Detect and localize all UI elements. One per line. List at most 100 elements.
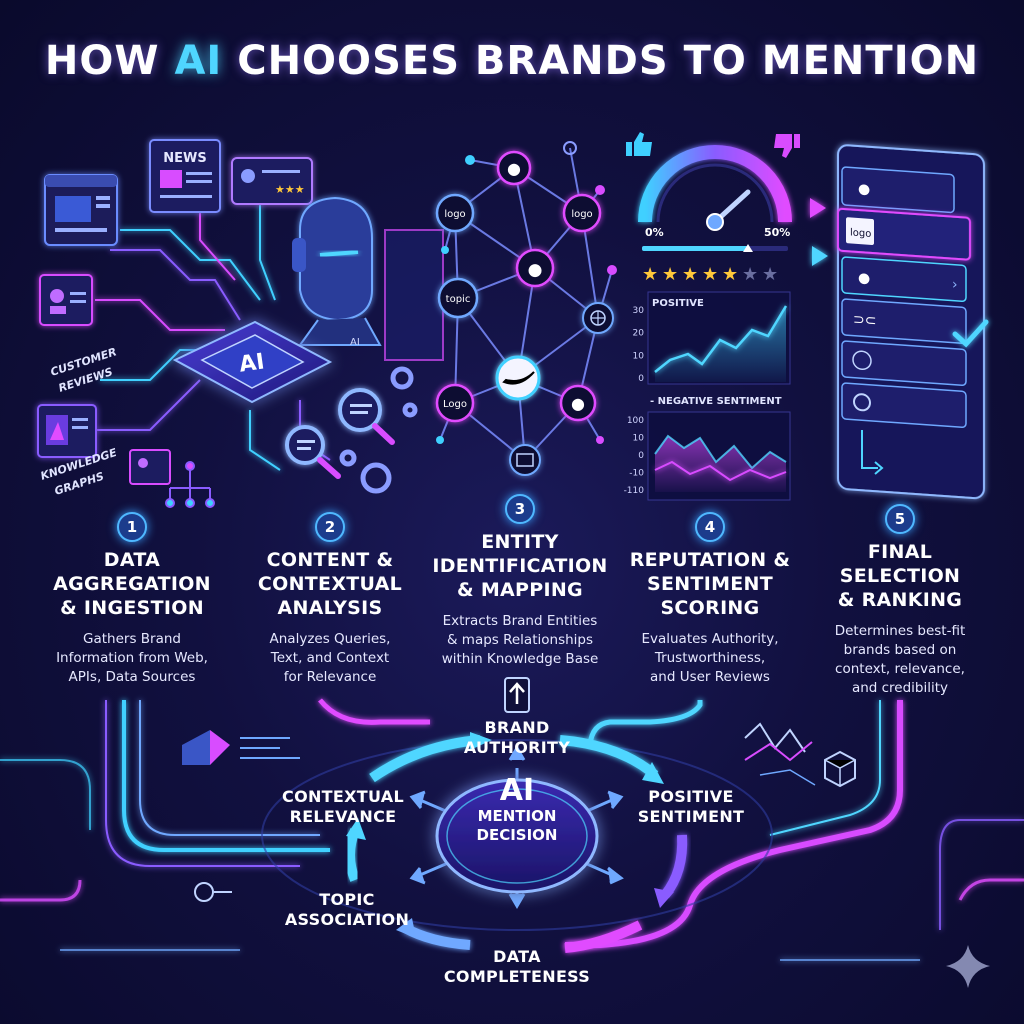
svg-text:logo: logo bbox=[571, 209, 592, 220]
svg-text:●: ● bbox=[571, 394, 585, 413]
network-edges bbox=[439, 147, 613, 461]
star-empty-icon: ★ bbox=[742, 264, 758, 285]
svg-text:logo: logo bbox=[444, 209, 465, 220]
hub-ai-label: AI bbox=[499, 773, 535, 808]
network-small-nodes bbox=[436, 141, 617, 444]
apple-node-top: ● bbox=[496, 150, 532, 186]
apple-node-bottom: ● bbox=[559, 384, 597, 422]
nike-node bbox=[495, 355, 541, 401]
circuit-traces bbox=[95, 200, 331, 471]
svg-text:Logo: Logo bbox=[443, 399, 467, 410]
logo-node-left: logo bbox=[435, 193, 475, 233]
checkmark-icon bbox=[952, 319, 989, 348]
ranking-arrows bbox=[810, 198, 828, 266]
hub-line-1: MENTION bbox=[477, 807, 557, 825]
axis-tick-label: 20 bbox=[633, 329, 645, 339]
robot-ai-label: AI bbox=[350, 337, 360, 348]
star-filled-icon: ★ bbox=[682, 264, 698, 285]
flow-ribbons bbox=[0, 698, 1024, 961]
thumbs-up-icon bbox=[626, 132, 652, 156]
knowledge-graphs-card: KNOWLEDGE GRAPHS bbox=[37, 404, 171, 498]
svg-text:topic: topic bbox=[446, 294, 471, 305]
axis-tick-label: -10 bbox=[629, 469, 644, 479]
ai-mention-decision-hub: AI MENTION DECISION bbox=[437, 775, 597, 845]
star-filled-icon: ★ bbox=[702, 264, 718, 285]
browser-window bbox=[44, 174, 118, 246]
logo-node-bottom-left: Logo bbox=[435, 383, 475, 423]
topic-node: topic bbox=[437, 277, 479, 319]
step-number-badge: 3 bbox=[505, 494, 535, 524]
svg-text:●: ● bbox=[528, 260, 543, 280]
magnifier-icon bbox=[285, 388, 395, 479]
svg-text:●: ● bbox=[507, 159, 521, 178]
rating-stars: ★★★★★★★ bbox=[642, 264, 778, 285]
title-accent: AI bbox=[174, 38, 223, 84]
gear-icon bbox=[339, 366, 418, 494]
svg-text:●: ● bbox=[858, 270, 870, 287]
svg-text:★★★: ★★★ bbox=[275, 183, 305, 196]
step-description: Evaluates Authority,Trustworthiness,and … bbox=[641, 631, 779, 685]
positive-chart-title: POSITIVE bbox=[652, 298, 704, 309]
star-filled-icon: ★ bbox=[642, 264, 658, 285]
flag-icon bbox=[182, 730, 300, 765]
ranking-logo-label: logo bbox=[850, 227, 871, 239]
database-node bbox=[509, 444, 541, 476]
axis-tick-label: 0 bbox=[638, 451, 644, 461]
step-number-badge: 5 bbox=[885, 504, 915, 534]
star-filled-icon: ★ bbox=[722, 264, 738, 285]
hub-line-2: DECISION bbox=[476, 826, 558, 844]
globe-node bbox=[582, 302, 614, 334]
star-empty-icon: ★ bbox=[762, 264, 778, 285]
robot-head: AI bbox=[292, 196, 444, 361]
chip-ai-label: AI bbox=[238, 349, 266, 377]
ai-chip: AI bbox=[172, 320, 333, 404]
news-label: NEWS bbox=[163, 151, 206, 166]
axis-tick-label: 30 bbox=[633, 306, 645, 316]
cube-icon bbox=[824, 750, 856, 788]
panel-ranking: ● logo ● › ⊃⊂ bbox=[810, 144, 989, 500]
logo-node-right: logo bbox=[562, 193, 602, 233]
gauge-min-label: 0% bbox=[645, 226, 664, 239]
star-filled-icon: ★ bbox=[662, 264, 678, 285]
gauge-max-label: 50% bbox=[764, 226, 790, 239]
step-number-badge: 2 bbox=[315, 512, 345, 542]
hub-disc bbox=[435, 778, 599, 894]
svg-text:›: › bbox=[952, 277, 958, 293]
customer-reviews-card: CUSTOMER REVIEWS bbox=[39, 274, 118, 395]
panel-data-aggregation: NEWS ★★★ CUSTOMER REVIEWS bbox=[37, 139, 444, 508]
mini-line-chart bbox=[744, 722, 816, 786]
circle-node-icon bbox=[194, 882, 232, 902]
step-number-badge: 1 bbox=[117, 512, 147, 542]
negative-chart-title: - NEGATIVE SENTIMENT bbox=[650, 396, 782, 407]
axis-tick-label: 10 bbox=[633, 351, 645, 361]
page-title: HOW AI CHOOSES BRANDS TO MENTION bbox=[44, 38, 980, 84]
axis-tick-label: 10 bbox=[633, 434, 645, 444]
mini-tree-network bbox=[165, 461, 215, 508]
axis-tick-label: -110 bbox=[624, 486, 645, 496]
svg-text:⊃⊂: ⊃⊂ bbox=[853, 312, 876, 330]
panel-entity-network: ● logo logo ● topic Logo bbox=[435, 141, 617, 476]
step-number-badge: 4 bbox=[695, 512, 725, 542]
arrow-up-icon bbox=[504, 677, 530, 713]
news-card: NEWS bbox=[149, 139, 221, 213]
